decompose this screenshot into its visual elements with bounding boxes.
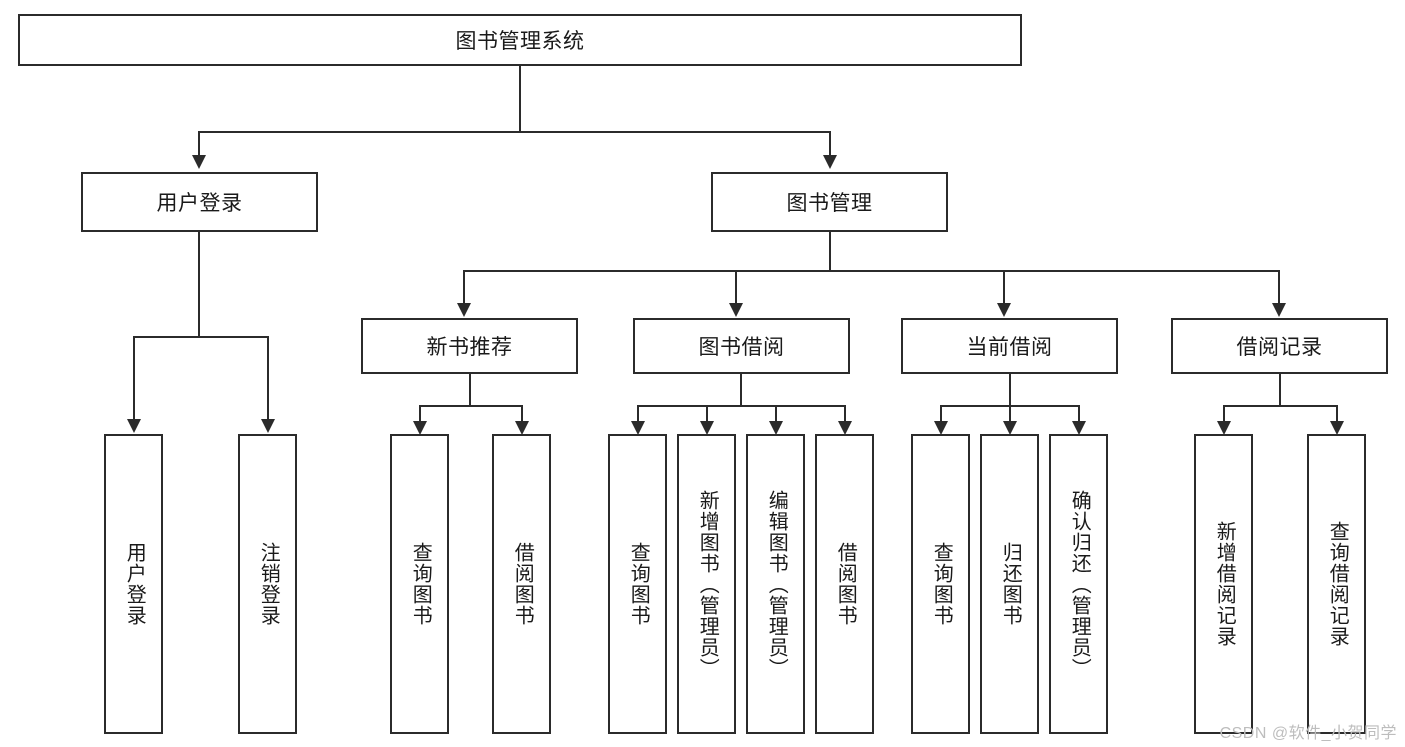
leaf-book-borrow-edit-book-admin[interactable]: 编辑图书（管理员） — [746, 434, 805, 734]
connector-to-new-book-recommend — [463, 270, 465, 304]
node-user-login[interactable]: 用户登录 — [81, 172, 318, 232]
arrowhead-bb-leaf-2 — [700, 421, 714, 435]
leaf-borrow-record-query-record[interactable]: 查询借阅记录 — [1307, 434, 1366, 734]
leaf-book-borrow-query-book[interactable]: 查询图书 — [608, 434, 667, 734]
node-book-management[interactable]: 图书管理 — [711, 172, 948, 232]
connector-bb-leaf-4 — [844, 405, 846, 423]
node-current-borrow[interactable]: 当前借阅 — [901, 318, 1118, 374]
arrowhead-to-book-management — [823, 155, 837, 169]
leaf-label: 确认归还（管理员） — [1068, 489, 1091, 679]
connector-book-borrow-bar — [637, 405, 845, 407]
connector-user-login-stem — [198, 232, 200, 337]
leaf-current-borrow-query-book[interactable]: 查询图书 — [911, 434, 970, 734]
leaf-current-borrow-return-book[interactable]: 归还图书 — [980, 434, 1039, 734]
connector-current-borrow-stem — [1009, 374, 1011, 407]
leaf-label: 归还图书 — [999, 542, 1022, 626]
leaf-label: 用户登录 — [123, 542, 146, 626]
arrowhead-to-book-borrow — [729, 303, 743, 317]
connector-root-bar — [198, 131, 831, 133]
arrowhead-bb-leaf-4 — [838, 421, 852, 435]
leaf-borrow-record-add-record[interactable]: 新增借阅记录 — [1194, 434, 1253, 734]
arrowhead-cb-leaf-2 — [1003, 421, 1017, 435]
connector-br-leaf-1 — [1223, 405, 1225, 423]
connector-cb-leaf-3 — [1078, 405, 1080, 423]
connector-book-management-bar — [463, 270, 1280, 272]
connector-to-borrow-record — [1278, 270, 1280, 304]
connector-nbr-leaf-2 — [521, 405, 523, 423]
arrowhead-to-user-login — [192, 155, 206, 169]
arrowhead-to-new-book-recommend — [457, 303, 471, 317]
leaf-user-login-login[interactable]: 用户登录 — [104, 434, 163, 734]
arrowhead-user-login-leaf-1 — [127, 419, 141, 433]
connector-bb-leaf-2 — [706, 405, 708, 423]
leaf-label: 借阅图书 — [511, 542, 534, 626]
watermark-text: CSDN @软件_小贺同学 — [1219, 725, 1397, 742]
node-book-borrow[interactable]: 图书借阅 — [633, 318, 850, 374]
connector-borrow-record-stem — [1279, 374, 1281, 407]
arrowhead-cb-leaf-3 — [1072, 421, 1086, 435]
connector-to-book-borrow — [735, 270, 737, 304]
leaf-book-borrow-add-book-admin[interactable]: 新增图书（管理员） — [677, 434, 736, 734]
node-root-book-management-system[interactable]: 图书管理系统 — [18, 14, 1022, 66]
arrowhead-br-leaf-2 — [1330, 421, 1344, 435]
arrowhead-nbr-leaf-1 — [413, 421, 427, 435]
connector-borrow-record-bar — [1223, 405, 1336, 407]
leaf-label: 查询借阅记录 — [1326, 521, 1349, 647]
connector-new-book-recommend-stem — [469, 374, 471, 407]
connector-user-login-leaf-2 — [267, 336, 269, 420]
leaf-label: 注销登录 — [257, 542, 280, 626]
arrowhead-to-current-borrow — [997, 303, 1011, 317]
leaf-label: 查询图书 — [627, 542, 650, 626]
node-borrow-record[interactable]: 借阅记录 — [1171, 318, 1388, 374]
arrowhead-to-borrow-record — [1272, 303, 1286, 317]
connector-bb-leaf-1 — [637, 405, 639, 423]
connector-nbr-leaf-1 — [419, 405, 421, 423]
connector-root-to-book-management — [829, 131, 831, 157]
leaf-book-borrow-borrow-book[interactable]: 借阅图书 — [815, 434, 874, 734]
connector-user-login-leaf-1 — [133, 336, 135, 420]
leaf-label: 编辑图书（管理员） — [765, 489, 788, 679]
leaf-label: 查询图书 — [409, 542, 432, 626]
connector-root-to-user-login — [198, 131, 200, 157]
leaf-new-book-recommend-query-book[interactable]: 查询图书 — [390, 434, 449, 734]
leaf-label: 新增借阅记录 — [1213, 521, 1236, 647]
arrowhead-bb-leaf-3 — [769, 421, 783, 435]
connector-cb-leaf-2 — [1009, 405, 1011, 423]
leaf-current-borrow-confirm-return-admin[interactable]: 确认归还（管理员） — [1049, 434, 1108, 734]
leaf-label: 新增图书（管理员） — [696, 489, 719, 679]
arrowhead-bb-leaf-1 — [631, 421, 645, 435]
connector-br-leaf-2 — [1336, 405, 1338, 423]
node-new-book-recommend[interactable]: 新书推荐 — [361, 318, 578, 374]
arrowhead-nbr-leaf-2 — [515, 421, 529, 435]
connector-book-management-stem — [829, 232, 831, 272]
connector-new-book-recommend-bar — [419, 405, 521, 407]
leaf-new-book-recommend-borrow-book[interactable]: 借阅图书 — [492, 434, 551, 734]
leaf-label: 借阅图书 — [834, 542, 857, 626]
arrowhead-cb-leaf-1 — [934, 421, 948, 435]
connector-user-login-bar — [133, 336, 267, 338]
leaf-label: 查询图书 — [930, 542, 953, 626]
arrowhead-br-leaf-1 — [1217, 421, 1231, 435]
connector-to-current-borrow — [1003, 270, 1005, 304]
leaf-user-login-logout[interactable]: 注销登录 — [238, 434, 297, 734]
arrowhead-user-login-leaf-2 — [261, 419, 275, 433]
connector-book-borrow-stem — [740, 374, 742, 407]
connector-cb-leaf-1 — [940, 405, 942, 423]
connector-bb-leaf-3 — [775, 405, 777, 423]
connector-root-stem — [519, 66, 521, 132]
